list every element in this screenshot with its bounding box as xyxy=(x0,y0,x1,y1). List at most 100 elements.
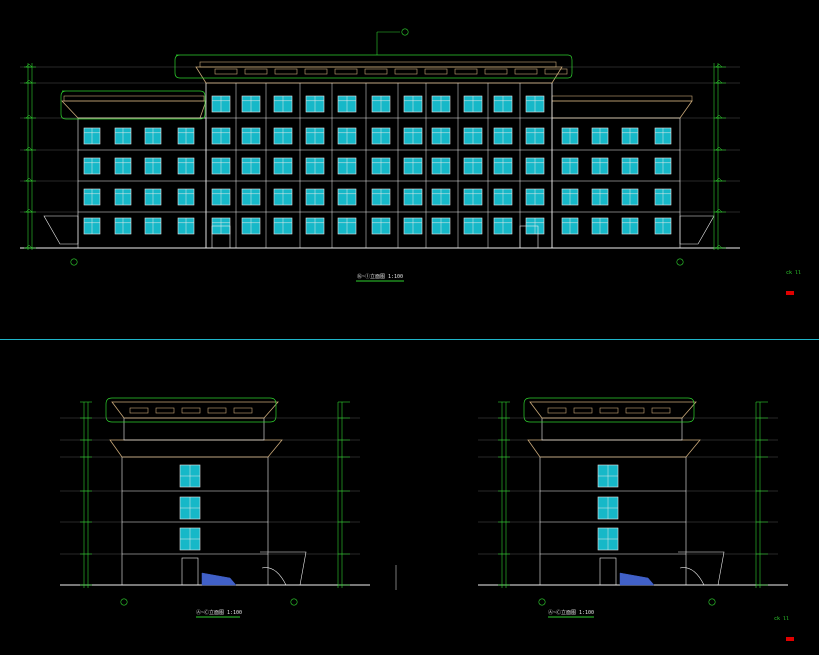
roof-vent xyxy=(274,68,298,75)
roof-vent xyxy=(214,68,238,75)
center-eave xyxy=(199,61,557,68)
level-marker xyxy=(715,63,723,68)
window xyxy=(114,188,132,206)
roof-callout-box xyxy=(174,54,573,79)
window xyxy=(241,217,261,235)
window xyxy=(337,188,357,206)
level-marker xyxy=(25,146,33,151)
axis-bubble xyxy=(70,258,78,266)
right-wing-roof xyxy=(551,100,693,119)
window xyxy=(83,217,101,235)
roof-vent xyxy=(547,407,567,414)
window xyxy=(144,217,162,235)
roof-vent xyxy=(544,68,568,75)
right-wing-eave xyxy=(551,95,693,102)
roof-vent xyxy=(155,407,175,414)
axis-bubble xyxy=(676,258,684,266)
side-canopy xyxy=(260,551,307,586)
window xyxy=(463,157,483,175)
roof-callout-box xyxy=(105,397,277,423)
side-elevation-left-title: Ⓐ~Ⓒ立面图 1:100 xyxy=(196,610,243,616)
roof-vent xyxy=(625,407,645,414)
window xyxy=(654,157,672,175)
window xyxy=(371,95,391,113)
window xyxy=(273,157,293,175)
window xyxy=(241,188,261,206)
window xyxy=(211,127,231,145)
window xyxy=(241,127,261,145)
entrance-ramp xyxy=(619,572,655,586)
right-canopy xyxy=(679,215,715,245)
note-top-right: ck ll xyxy=(786,270,802,276)
roof-vent xyxy=(514,68,538,75)
window xyxy=(654,188,672,206)
window xyxy=(211,188,231,206)
red-marker-top xyxy=(786,291,794,295)
window xyxy=(179,496,201,520)
window xyxy=(177,157,195,175)
note-bottom-right: ck ll xyxy=(774,616,790,622)
window xyxy=(273,217,293,235)
window xyxy=(403,188,423,206)
window xyxy=(144,127,162,145)
window xyxy=(177,217,195,235)
window xyxy=(179,527,201,551)
sheet-divider-line xyxy=(0,339,819,340)
window xyxy=(621,217,639,235)
window xyxy=(114,157,132,175)
roof-vent xyxy=(573,407,593,414)
level-marker xyxy=(25,114,33,119)
side-elevation xyxy=(60,397,370,606)
window xyxy=(597,464,619,488)
side-lower-roof xyxy=(527,439,701,458)
side-top-roof xyxy=(111,401,279,419)
window xyxy=(654,127,672,145)
window xyxy=(431,157,451,175)
roof-vent xyxy=(304,68,328,75)
roof-vent xyxy=(651,407,671,414)
side-elevation-right-title: Ⓐ~Ⓒ立面图 1:100 xyxy=(548,610,595,616)
window xyxy=(463,217,483,235)
roof-vent xyxy=(129,407,149,414)
level-marker xyxy=(715,177,723,182)
window xyxy=(591,127,609,145)
window xyxy=(177,188,195,206)
window xyxy=(621,157,639,175)
window xyxy=(561,157,579,175)
window xyxy=(177,127,195,145)
window xyxy=(305,157,325,175)
roof-vent xyxy=(364,68,388,75)
window xyxy=(273,188,293,206)
window xyxy=(561,127,579,145)
roof-vent xyxy=(181,407,201,414)
window xyxy=(591,188,609,206)
window xyxy=(403,127,423,145)
window xyxy=(431,217,451,235)
roof-vent xyxy=(484,68,508,75)
window xyxy=(371,217,391,235)
left-wing-eave xyxy=(63,95,205,102)
red-marker-bottom xyxy=(786,637,794,641)
window xyxy=(144,188,162,206)
window xyxy=(211,95,231,113)
window xyxy=(463,188,483,206)
front-elevation-title: ⑯~①立面图 1:100 xyxy=(357,274,404,280)
window xyxy=(305,217,325,235)
window xyxy=(114,217,132,235)
window xyxy=(179,464,201,488)
window xyxy=(525,127,545,145)
left-wing-roof xyxy=(61,100,207,119)
window xyxy=(305,127,325,145)
side-upper-block xyxy=(123,417,265,441)
entrance-door xyxy=(211,225,231,249)
window xyxy=(241,157,261,175)
roof-vent xyxy=(394,68,418,75)
side-top-roof xyxy=(529,401,697,419)
level-marker xyxy=(715,244,723,249)
side-canopy xyxy=(678,551,725,586)
roof-vent xyxy=(244,68,268,75)
window xyxy=(403,157,423,175)
level-marker xyxy=(715,146,723,151)
window xyxy=(431,188,451,206)
